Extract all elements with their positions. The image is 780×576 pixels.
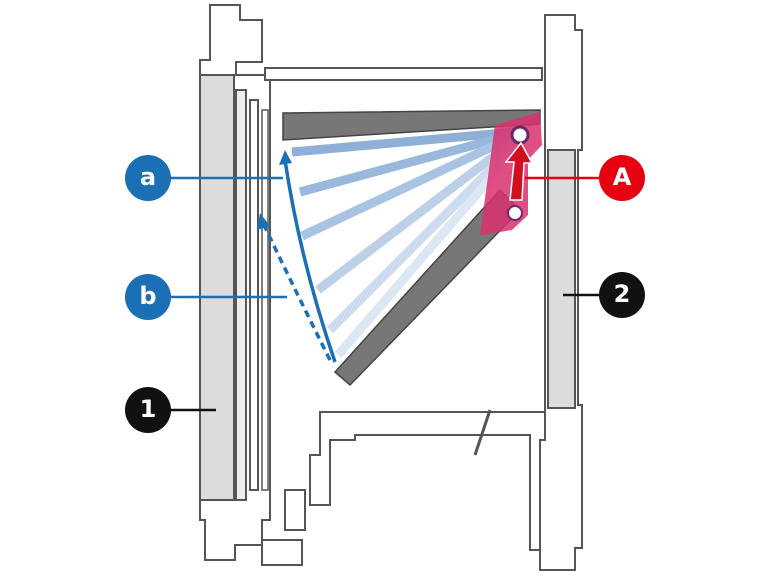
- red-arrow-icon: [504, 141, 534, 201]
- left-frame: [199, 4, 306, 566]
- label-1: 1: [125, 387, 171, 433]
- svg-text:b: b: [139, 282, 156, 310]
- right-panel-2: [547, 149, 576, 409]
- top-rail: [264, 67, 543, 81]
- label-A: A: [599, 155, 645, 201]
- label-a: a: [125, 155, 171, 201]
- bottom-rail: [309, 411, 546, 551]
- arrow-a-path: [283, 159, 337, 363]
- arrow-b-path: [262, 224, 332, 361]
- arrow-a-head-icon: [279, 150, 292, 165]
- right-frame: [539, 14, 583, 571]
- left-panel-1: [199, 74, 235, 501]
- slat-fan: [282, 109, 541, 387]
- svg-text:A: A: [613, 163, 632, 191]
- label-b: b: [125, 274, 171, 320]
- svg-text:a: a: [140, 163, 156, 191]
- svg-text:2: 2: [614, 280, 631, 308]
- svg-text:1: 1: [140, 395, 157, 423]
- arrow-b-head-icon: [257, 213, 270, 230]
- pivot-icon: [510, 125, 530, 145]
- label-2: 2: [599, 272, 645, 318]
- pivot-bracket: [480, 112, 542, 235]
